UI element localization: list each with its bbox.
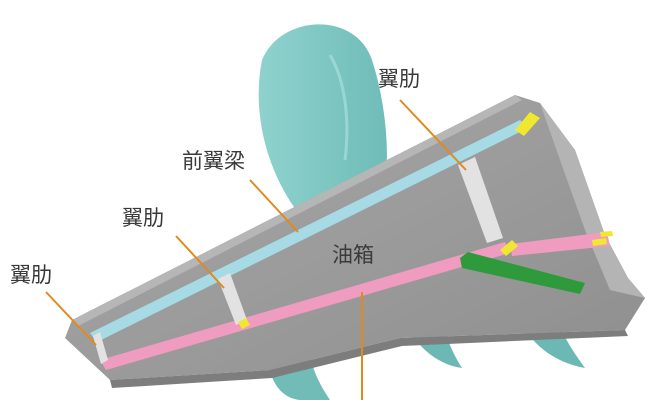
fitting-tip: [515, 112, 540, 136]
leader-rib-left: [45, 291, 97, 346]
wing-surface: [65, 95, 645, 380]
wing-leading-edge: [72, 95, 522, 326]
flap: [460, 252, 585, 294]
label-rib-top: 翼肋: [378, 67, 420, 91]
fitting-rear-spar: [500, 240, 518, 256]
wing-lower-edge: [110, 330, 628, 388]
fuselage-highlight: [328, 54, 349, 161]
leader-rib-top: [399, 99, 467, 171]
fitting-aileron-2: [600, 231, 613, 237]
aileron-spar: [510, 232, 610, 256]
fitting-rib-middle: [238, 318, 250, 329]
rear-spar: [100, 242, 510, 370]
fitting-aileron-1: [592, 238, 607, 246]
label-rib-middle: 翼肋: [122, 206, 164, 230]
label-rib-left: 翼肋: [10, 263, 52, 287]
label-fuel-tank: 油箱: [332, 243, 374, 267]
leader-rib-middle: [175, 235, 225, 289]
wing-tip: [540, 103, 645, 298]
rib-middle: [218, 273, 247, 325]
fuselage-body: [258, 24, 387, 216]
rib-root: [93, 332, 108, 364]
label-front-spar: 前翼梁: [182, 149, 245, 173]
rib-outer: [458, 157, 503, 243]
front-spar: [90, 120, 528, 342]
leader-front-spar: [249, 179, 299, 233]
